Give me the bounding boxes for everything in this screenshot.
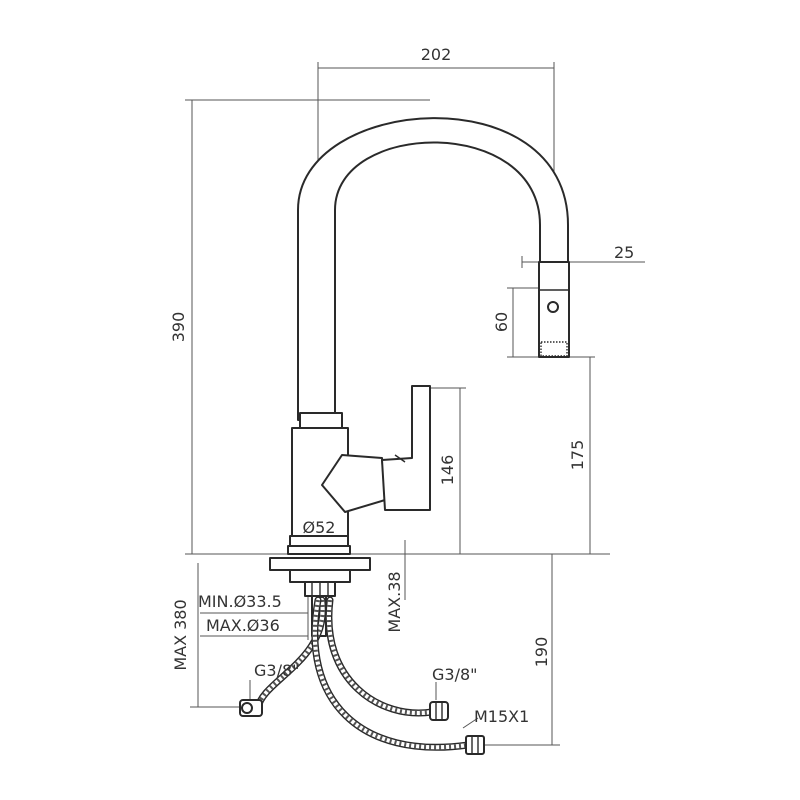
base-diameter-label: Ø52 (303, 518, 336, 537)
mounting-nut (289, 569, 351, 583)
right-fitting (429, 701, 449, 721)
faucet-body (287, 117, 570, 555)
outlet-fitting (465, 735, 485, 755)
total-height-label: 390 (169, 312, 188, 343)
head-length-label: 60 (492, 312, 511, 332)
washer (269, 557, 371, 571)
hose-length-label: MAX 380 (171, 599, 190, 670)
under-deck-label: 190 (532, 637, 551, 668)
thread-right-label: G3/8" (432, 665, 478, 684)
base-plate (287, 545, 351, 555)
hole-max-label: MAX.Ø36 (206, 616, 280, 635)
outlet-thread-label: M15X1 (474, 707, 529, 726)
head-diameter-label: 25 (614, 243, 634, 262)
hole-min-label: MIN.Ø33.5 (198, 592, 282, 611)
braided-hoses (239, 596, 485, 755)
dimension-labels: 202 390 25 60 175 146 Ø52 MIN.Ø33.5 MAX.… (169, 45, 634, 726)
reach-label: 202 (421, 45, 452, 64)
thread-left-label: G3/8" (254, 661, 300, 680)
left-fitting (239, 699, 263, 717)
lever-height-label: 146 (438, 455, 457, 486)
base-ring (289, 535, 349, 547)
clearance-label: 175 (568, 440, 587, 471)
lever-handle (381, 385, 431, 511)
spout-tube (297, 117, 569, 421)
deck-thickness-label: MAX.38 (385, 571, 404, 632)
spray-button-icon (547, 301, 559, 313)
